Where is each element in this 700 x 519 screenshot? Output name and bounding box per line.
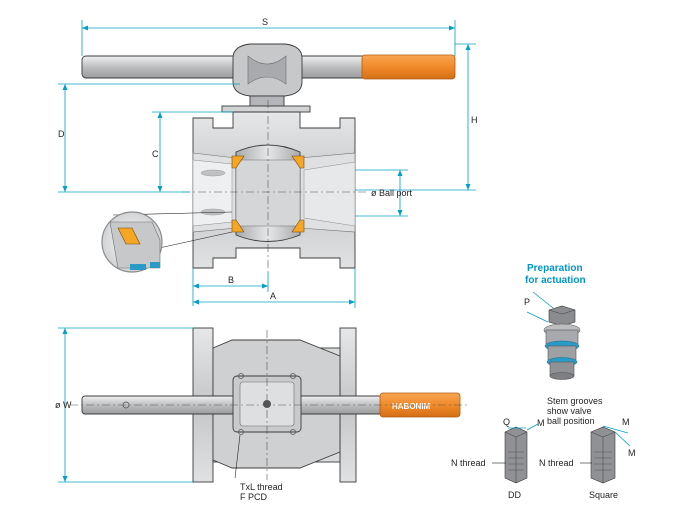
label-m-square-side: M bbox=[628, 448, 636, 458]
bottom-plan-view: HABONIM bbox=[70, 327, 470, 483]
stem-type-square: Square bbox=[589, 490, 618, 500]
label-q: Q bbox=[503, 417, 510, 427]
handle-grip bbox=[361, 54, 456, 80]
stem-square-illustration bbox=[590, 425, 631, 484]
stem-type-dd: DD bbox=[508, 490, 521, 500]
dimension-a: A bbox=[193, 268, 356, 308]
dimension-d: D bbox=[58, 83, 240, 193]
n-thread-square: N thread bbox=[539, 458, 574, 468]
label-a: A bbox=[270, 291, 276, 301]
dimension-ball-port: ø Ball port bbox=[355, 169, 413, 217]
thread-note: TxL thread F PCD bbox=[234, 434, 283, 502]
handle-bar bbox=[81, 55, 373, 79]
dimension-b: B bbox=[192, 268, 269, 306]
label-p: P bbox=[524, 297, 530, 307]
thread-note-line1: TxL thread bbox=[240, 482, 283, 492]
stem-dd-illustration bbox=[504, 423, 539, 484]
label-m-dd: M bbox=[537, 418, 545, 428]
stem-note-line3: ball position bbox=[547, 416, 595, 426]
actuation-title-line2: for actuation bbox=[525, 275, 586, 286]
thread-note-line2: F PCD bbox=[240, 492, 268, 502]
stem-assembly-illustration bbox=[543, 305, 581, 380]
label-d: D bbox=[58, 129, 65, 139]
label-ball-port: ø Ball port bbox=[371, 188, 413, 198]
label-s: S bbox=[262, 17, 268, 27]
label-h: H bbox=[471, 115, 478, 125]
label-b: B bbox=[228, 275, 234, 285]
seat-detail-callout bbox=[101, 211, 233, 273]
seat-right bbox=[291, 155, 305, 169]
label-w: ø W bbox=[55, 400, 72, 410]
actuation-panel: Preparation for actuation P Stem grooves… bbox=[451, 263, 636, 500]
stem-note-line2: show valve bbox=[547, 406, 592, 416]
actuation-title-line1: Preparation bbox=[527, 263, 583, 274]
n-thread-dd: N thread bbox=[451, 458, 486, 468]
dimension-s: S bbox=[81, 17, 456, 56]
dimension-w: ø W bbox=[55, 327, 193, 483]
label-m-square-top: M bbox=[622, 417, 630, 427]
dimension-c: C bbox=[152, 111, 233, 192]
stem-note-line1: Stem grooves bbox=[547, 396, 603, 406]
label-c: C bbox=[152, 149, 159, 159]
dimension-h: H bbox=[355, 43, 478, 191]
top-section-view bbox=[81, 43, 456, 272]
brand-logo-text: HABONIM bbox=[392, 402, 431, 411]
seat-left bbox=[231, 155, 245, 169]
